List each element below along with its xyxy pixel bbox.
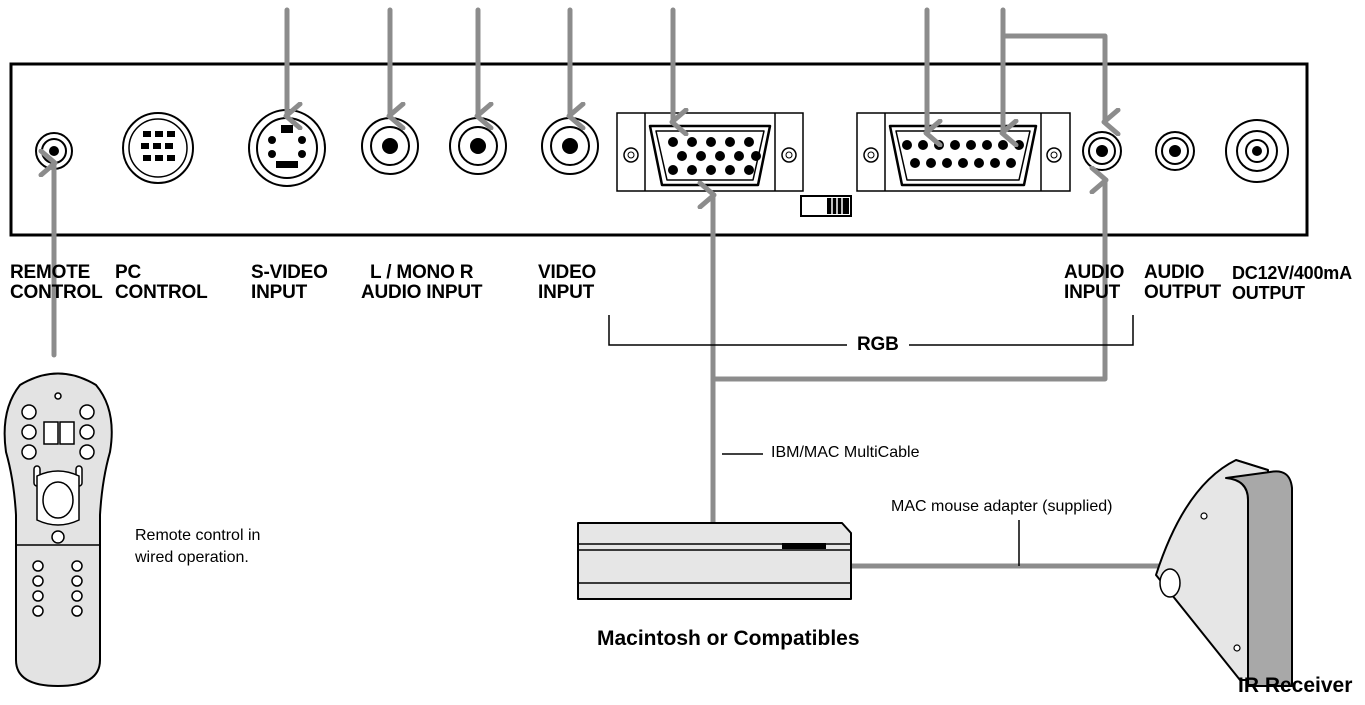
dc-jack-icon [1225, 119, 1289, 183]
multicable [713, 180, 1105, 525]
computer-label: Macintosh or Compatibles [597, 627, 860, 650]
label-audio-output: AUDIO OUTPUT [1144, 262, 1221, 303]
label-pc-control: PC CONTROL [115, 262, 208, 303]
rca-jack-icon [541, 117, 599, 175]
label-s-video-input: S-VIDEO INPUT [251, 262, 328, 303]
rca-jack-icon [361, 117, 419, 175]
ir-receiver-label: IR Receiver [1238, 674, 1353, 697]
rca-jack-icon [449, 117, 507, 175]
rgb-label: RGB [847, 335, 909, 355]
label-dc-output: DC12V/400mA OUTPUT [1232, 263, 1352, 303]
mini-din-connector-icon [122, 112, 194, 184]
vga-connector-icon [616, 112, 804, 192]
label-audio-input: AUDIO INPUT [1064, 262, 1125, 303]
s-video-connector [248, 109, 326, 187]
multicable-label: IBM/MAC MultiCable [771, 444, 920, 461]
dip-switch-icon [800, 195, 852, 217]
label-audio-input-lr: L / MONO R AUDIO INPUT [361, 262, 483, 303]
incoming-cables [287, 7, 1105, 133]
label-video-input: VIDEO INPUT [538, 262, 597, 303]
remote-note: Remote control in wired operation. [135, 527, 261, 566]
label-remote-control: REMOTE CONTROL [10, 262, 103, 303]
macintosh-computer-icon [577, 522, 852, 600]
mouse-adapter-label: MAC mouse adapter (supplied) [891, 498, 1113, 515]
audio-output-jack [1155, 131, 1195, 171]
mac-connector [856, 112, 1071, 192]
ir-receiver-icon [1155, 459, 1293, 687]
audio-input-jack [1082, 131, 1122, 171]
remote-control-icon [3, 372, 113, 688]
